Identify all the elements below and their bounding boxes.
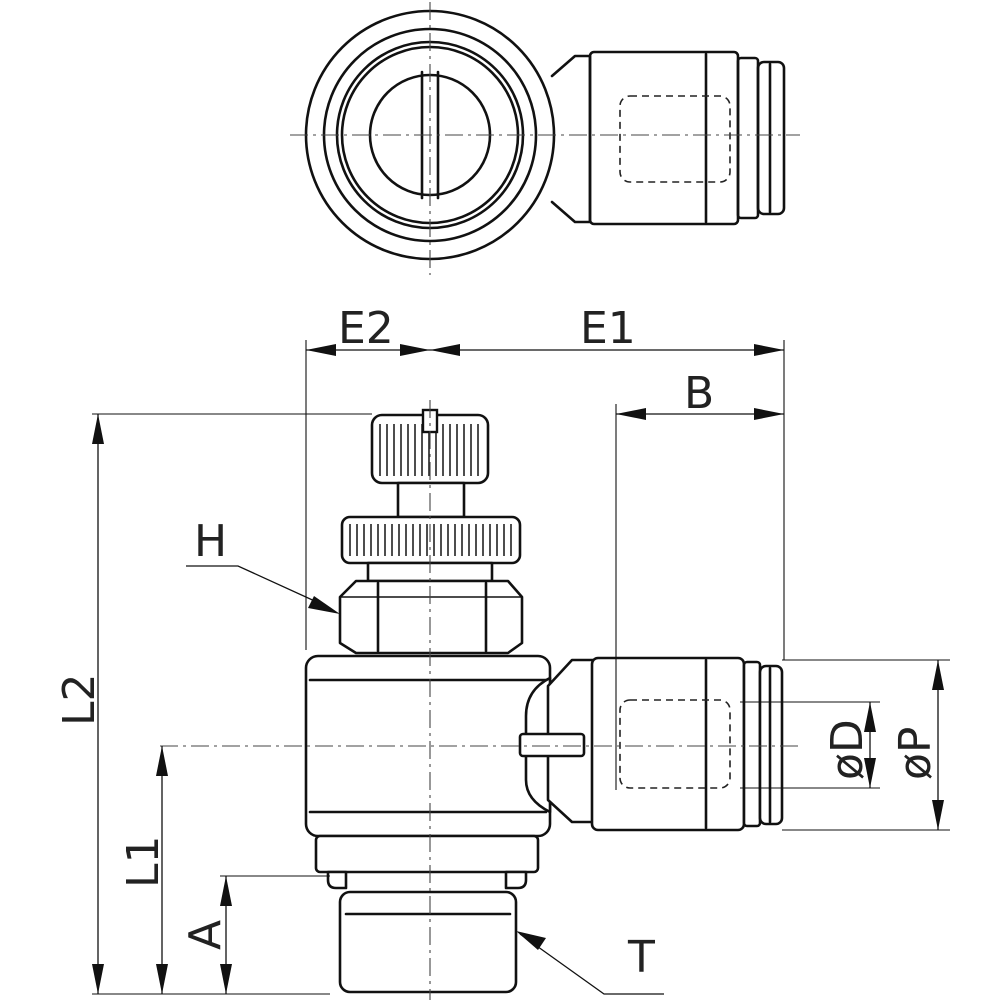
top-view xyxy=(290,2,800,275)
dimension-labels: E2 E1 B H L2 L1 A T øD øP xyxy=(54,303,941,983)
label-l2: L2 xyxy=(54,673,105,726)
label-op: øP xyxy=(890,727,941,780)
knurl-pattern xyxy=(349,524,512,556)
dimensions xyxy=(92,340,950,995)
front-view xyxy=(160,400,800,1000)
label-e2: E2 xyxy=(338,303,394,354)
label-a: A xyxy=(180,920,231,950)
label-e1: E1 xyxy=(580,303,636,354)
label-od: øD xyxy=(822,719,873,780)
label-b: B xyxy=(684,368,714,419)
label-h: H xyxy=(194,516,227,567)
label-l1: L1 xyxy=(118,835,169,888)
label-t: T xyxy=(627,932,655,983)
